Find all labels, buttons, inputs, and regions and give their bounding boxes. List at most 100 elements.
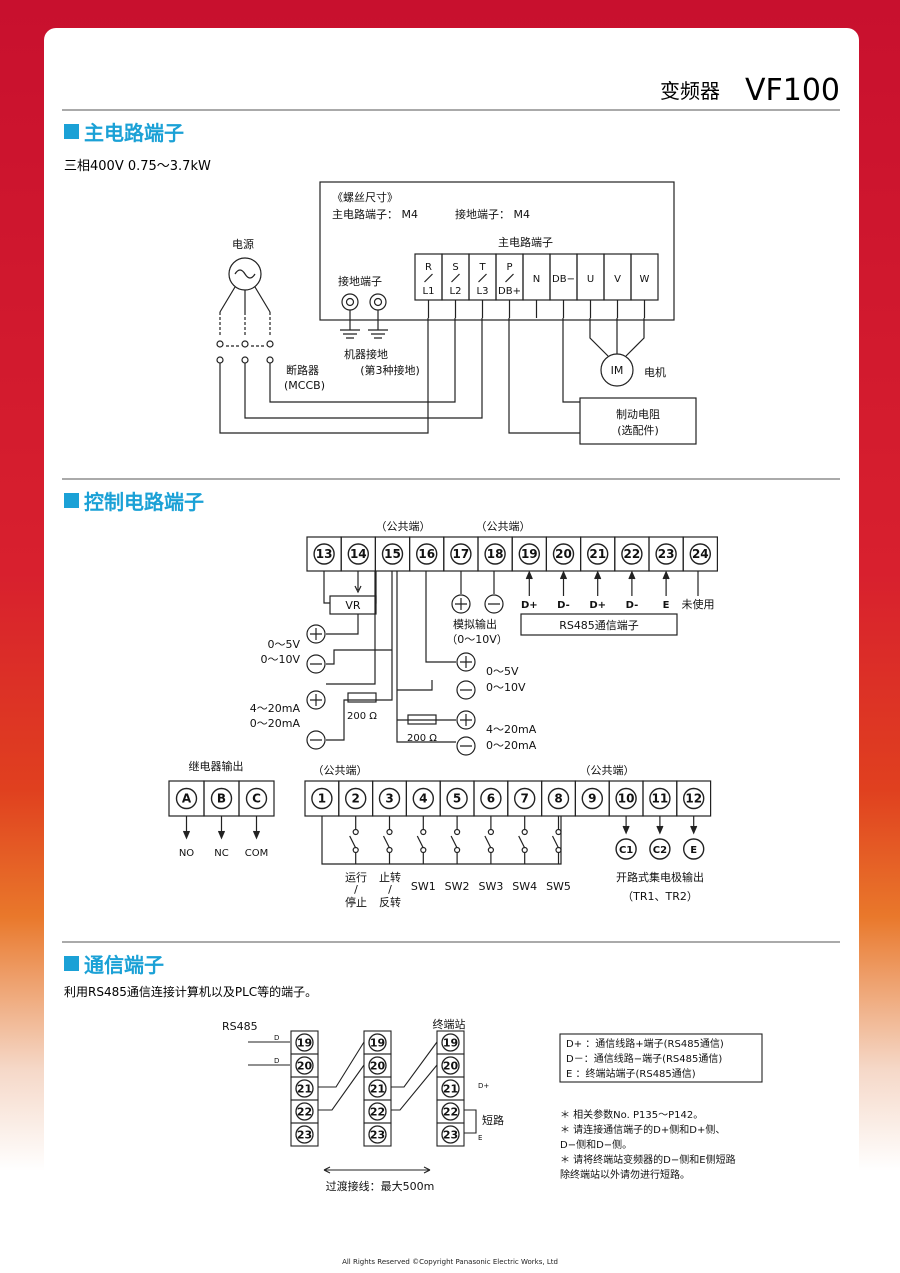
breaker-contact — [216, 356, 224, 364]
lower-terminal-circle — [345, 787, 367, 810]
resistor-label: 制动电阻 — [616, 408, 660, 421]
upper-terminal-number: 18 — [487, 547, 504, 561]
upper-terminal-circle — [587, 543, 609, 565]
power-label: 电源 — [232, 237, 254, 251]
arrow-head-icon — [622, 825, 630, 835]
lower-terminal-number: 3 — [385, 792, 393, 806]
main-terminal-bottom: L2 — [450, 286, 462, 297]
upper-terminal-number: 20 — [555, 547, 572, 561]
upper-terminal-circle — [484, 543, 506, 565]
brake-resistor-box — [579, 397, 697, 445]
ohm-label: 200 Ω — [407, 733, 437, 744]
oc-output-circle — [683, 838, 705, 860]
main-terminal-top: P — [506, 262, 512, 273]
note-line: ＊ 请将终端站变频器的D−侧和E侧短路 — [560, 1153, 736, 1166]
end-station-label: 终端站 — [433, 1017, 466, 1031]
arrow-head-icon — [628, 570, 636, 580]
comm-pin-label: D- — [626, 600, 639, 611]
breaker-contact — [241, 340, 249, 348]
product-category: 变频器 — [660, 79, 720, 103]
distance-arrow — [323, 1166, 431, 1174]
switch-name: SW2 — [445, 880, 470, 893]
arrow-head-icon — [182, 830, 191, 840]
switch-contact — [352, 828, 359, 836]
in-volt-b: 0～10V — [260, 653, 300, 666]
lower-terminal-circle — [615, 787, 637, 810]
station-terminal-circle — [441, 1079, 460, 1098]
upper-terminal-number: 16 — [418, 547, 435, 561]
station-terminal-circle — [368, 1102, 387, 1121]
in-curr-a: 4～20mA — [250, 702, 301, 715]
lower-terminal-number: 8 — [554, 792, 562, 806]
plus-terminal-icon — [456, 652, 476, 672]
oc-sub: （TR1、TR2） — [622, 890, 698, 903]
footer-copyright: All Rights Reserved ©Copyright Panasonic… — [342, 1258, 558, 1266]
station-terminal-number: 20 — [370, 1060, 386, 1073]
upper-terminal-number: 21 — [589, 547, 606, 561]
common-label: （公共端） — [376, 520, 431, 533]
switch-rev-label: 反转 — [379, 895, 401, 909]
main-terminal-top: V — [614, 274, 621, 285]
breaker-sub: (MCCB) — [284, 379, 325, 392]
note-line: 除终端站以外请勿进行短路。 — [560, 1168, 690, 1181]
switch-name: SW5 — [546, 880, 571, 893]
upper-terminal-number: 17 — [453, 547, 470, 561]
switch-halt-label: 止转 — [379, 870, 401, 884]
common-label: （公共端） — [580, 764, 635, 777]
resistor-wiring — [508, 318, 580, 434]
vr-box — [329, 595, 377, 615]
switch-contact — [521, 828, 528, 836]
note-line: ＊ 相关参数No. P135～P142。 — [560, 1108, 703, 1121]
switch-contact — [454, 828, 461, 836]
station-terminal-circle — [368, 1079, 387, 1098]
station-terminal-circle — [368, 1125, 387, 1144]
out-curr-a: 4～20mA — [486, 723, 537, 736]
upper-terminal-number: 24 — [692, 547, 709, 561]
breaker-label: 断路器 — [286, 363, 319, 377]
rs485-label: RS485 — [222, 1020, 258, 1033]
sign-glyphs — [310, 628, 322, 741]
main-terminal-bottom: L1 — [423, 286, 435, 297]
main-circuit-subtitle: 三相400V 0.75～3.7kW — [64, 159, 211, 174]
analog-out-label: 模拟输出 — [453, 617, 497, 631]
ground-screw-1-inner — [345, 297, 355, 307]
lower-terminal-circle — [683, 787, 705, 810]
upper-terminal-number: 14 — [350, 547, 367, 561]
lower-terminal-number: 7 — [521, 792, 529, 806]
arrow-head-icon — [594, 570, 602, 580]
ground-screw-2-inner — [373, 297, 383, 307]
station-terminal-circle — [295, 1033, 314, 1052]
lower-terminal-number: 1 — [318, 792, 326, 806]
screw-header: 《螺丝尺寸》 — [332, 190, 398, 204]
relay-title: 继电器输出 — [189, 759, 244, 773]
station-terminal-number: 23 — [297, 1129, 312, 1142]
switch-slash: / — [388, 883, 392, 896]
main-terminal-slash — [424, 273, 433, 283]
legend-box — [559, 1033, 763, 1083]
lower-terminal-circle — [480, 787, 502, 810]
ac-wave-icon — [234, 269, 256, 279]
plus-terminal-icon — [456, 710, 476, 730]
relay-terminal-number: A — [182, 792, 192, 806]
lower-terminal-number: 4 — [419, 792, 427, 806]
rs485-wiring-diagram: RS485 终端站 192021222319202122231920212223… — [222, 1017, 763, 1193]
switch-blade — [382, 835, 391, 849]
end-e-label: E — [478, 1134, 482, 1142]
vr-label: VR — [345, 599, 361, 612]
station-terminal-circle — [295, 1079, 314, 1098]
machine-ground-label: 机器接地 — [344, 347, 388, 361]
lower-terminal-circle — [649, 787, 671, 810]
analog-output-wiring — [396, 571, 456, 743]
in-volt-a: 0～5V — [267, 638, 300, 651]
daisy-chain-wires — [318, 1041, 438, 1111]
screw-main: 主电路端子： M4 — [332, 208, 418, 221]
main-circuit-diagram: 《螺丝尺寸》 主电路端子： M4 接地端子： M4 主电路端子 RL1SL2TL… — [216, 181, 697, 445]
comm-pin-label: D+ — [589, 600, 606, 611]
station-terminal-cell — [363, 1122, 392, 1147]
switch-stop-label: 停止 — [345, 895, 367, 909]
analog-out-range: （0～10V） — [446, 633, 508, 646]
